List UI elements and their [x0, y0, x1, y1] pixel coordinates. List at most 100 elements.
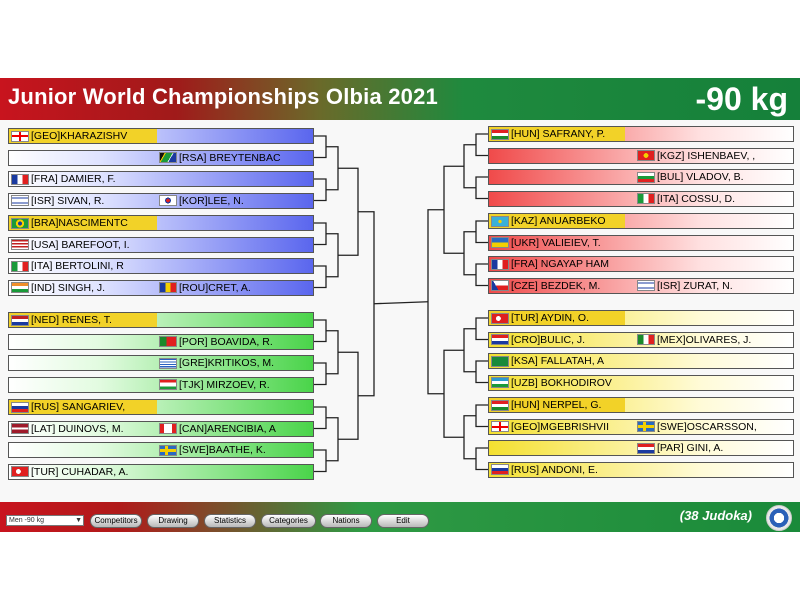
bracket-entry[interactable]: [BUL] VLADOV, B. [488, 169, 794, 185]
bracket-entry[interactable]: [KSA] FALLATAH, A [488, 353, 794, 369]
bracket-entry[interactable]: [NED] RENES, T. [8, 312, 314, 328]
judoka-name: [KGZ] ISHENBAEV, , [657, 149, 756, 162]
kgz-flag-icon [637, 150, 655, 161]
bracket-entry[interactable]: [KAZ] ANUARBEKO [488, 213, 794, 229]
kaz-flag-icon [491, 215, 509, 227]
judoka: [RSA] BREYTENBAC [159, 151, 281, 165]
judoka-name: [KAZ] ANUARBEKO [511, 215, 606, 227]
bracket-entry[interactable]: [TUR] AYDIN, O. [488, 310, 794, 326]
bracket-connector [475, 133, 488, 157]
bracket-entry[interactable]: [TJK] MIRZOEV, R. [8, 376, 314, 393]
bracket-connector [326, 146, 339, 191]
bracket-connector [338, 351, 359, 440]
judoka: [GEO]MGEBRISHVII [491, 420, 609, 434]
bracket-connector [475, 317, 488, 341]
gre-flag-icon [159, 357, 177, 369]
bracket-entry[interactable]: [TUR] CUHADAR, A. [8, 463, 314, 480]
cze-flag-icon [491, 280, 509, 291]
judoka-name: [LAT] DUINOVS, M. [31, 422, 124, 435]
judoka: [SWE]BAATHE, K. [159, 443, 266, 457]
bracket-entry[interactable]: [GRE]KRITIKOS, M. [8, 355, 314, 371]
judoka: [FRA] DAMIER, F. [11, 172, 116, 186]
bracket-entry[interactable]: [RUS] ANDONI, E. [488, 461, 794, 478]
judoka-name: [CRO]BULIC, J. [511, 333, 586, 346]
ned-flag-icon [11, 314, 29, 326]
judoka-name: [CAN]ARENCIBIA, A [179, 422, 276, 435]
bracket-entry[interactable]: [HUN] NERPEL, G. [488, 397, 794, 413]
judoka-name: [UZB] BOKHODIROV [511, 376, 612, 389]
bracket-entry[interactable]: [FRA] NGAYAP HAM [488, 256, 794, 272]
bracket-entry[interactable]: [RUS] SANGARIEV, [8, 399, 314, 415]
fra-flag-icon [11, 173, 29, 185]
seed-highlight [9, 313, 157, 327]
usa-flag-icon [11, 239, 29, 250]
bracket-entry[interactable]: [SWE]BAATHE, K. [8, 442, 314, 458]
ind-flag-icon [11, 282, 29, 293]
bra-flag-icon [11, 217, 29, 229]
edit-button[interactable]: Edit [377, 514, 429, 528]
judoka: [GRE]KRITIKOS, M. [159, 356, 274, 370]
bracket-entry[interactable]: [CZE] BEZDEK, M.[ISR] ZURAT, N. [488, 277, 794, 294]
bracket-entry[interactable]: [ISR] SIVAN, R. [KOR]LEE, N. [8, 192, 314, 209]
competitors-button[interactable]: Competitors [90, 514, 142, 528]
bracket-entry[interactable]: [HUN] SAFRANY, P. [488, 126, 794, 142]
bracket-entry[interactable]: [GEO]MGEBRISHVII [SWE]OSCARSSON, [488, 418, 794, 435]
judoka-name: [HUN] NERPEL, G. [511, 399, 602, 411]
bracket-entry[interactable]: [BRA]NASCIMENTC [8, 215, 314, 231]
nations-button[interactable]: Nations [320, 514, 372, 528]
judoka-name: [FRA] NGAYAP HAM [511, 258, 610, 270]
bracket-entry[interactable]: [UKR] VALIEIEV, T. [488, 234, 794, 251]
statistics-button[interactable]: Statistics [204, 514, 256, 528]
judoka-name: [KSA] FALLATAH, A [511, 355, 604, 367]
categories-button[interactable]: Categories [261, 514, 316, 528]
bracket-entry[interactable]: [GEO]KHARAZISHV [8, 128, 314, 144]
bracket-entry[interactable]: [RSA] BREYTENBAC [8, 149, 314, 166]
judoka: [TJK] MIRZOEV, R. [159, 378, 270, 392]
bracket-entry[interactable]: [LAT] DUINOVS, M. [CAN]ARENCIBIA, A [8, 420, 314, 437]
seed-highlight [489, 311, 625, 325]
category-select[interactable]: Men -90 kg ▼ [6, 515, 84, 526]
ijf-logo-icon [766, 505, 792, 531]
ita-flag-icon [11, 260, 29, 272]
judoka: [CZE] BEZDEK, M. [491, 279, 600, 293]
final-connector [373, 301, 429, 305]
judoka-name: [PAR] GINI, A. [657, 442, 724, 454]
judoka: [TUR] AYDIN, O. [491, 311, 589, 325]
judoka: [NED] RENES, T. [11, 313, 112, 327]
bracket-entry[interactable]: [POR] BOAVIDA, R. [8, 333, 314, 350]
header-bar: Junior World Championships Olbia 2021 -9… [0, 78, 800, 120]
bracket-connector [314, 265, 327, 289]
bracket-entry[interactable]: [UZB] BOKHODIROV [488, 374, 794, 391]
bracket-entry[interactable]: [PAR] GINI, A. [488, 440, 794, 456]
lat-flag-icon [11, 423, 29, 434]
ukr-flag-icon [491, 237, 509, 248]
bracket-connector [475, 176, 488, 200]
judoka: [KOR]LEE, N. [159, 194, 244, 208]
rus-flag-icon [491, 464, 509, 475]
seed-highlight [489, 214, 625, 228]
bracket-connector [475, 263, 488, 287]
drawing-button[interactable]: Drawing [147, 514, 199, 528]
ksa-flag-icon [491, 355, 509, 367]
bracket-entry[interactable]: [KGZ] ISHENBAEV, , [488, 147, 794, 164]
judoka-name: [BRA]NASCIMENTC [31, 217, 128, 229]
judoka: [USA] BAREFOOT, I. [11, 238, 130, 252]
judoka-name: [KOR]LEE, N. [179, 194, 244, 207]
bracket-entry[interactable]: [FRA] DAMIER, F. [8, 171, 314, 187]
judoka-name: [ITA] COSSU, D. [657, 192, 735, 205]
hun-flag-icon [491, 399, 509, 411]
bracket-connector [314, 362, 327, 386]
bracket-entry[interactable]: [CRO]BULIC, J.[MEX]OLIVARES, J. [488, 331, 794, 348]
judoka-name: [FRA] DAMIER, F. [31, 173, 116, 185]
judoka-name: [ISR] SIVAN, R. [31, 194, 105, 207]
bracket-entry[interactable]: [USA] BAREFOOT, I. [8, 236, 314, 253]
bracket-entry[interactable]: [ITA] COSSU, D. [488, 190, 794, 207]
bracket-connector [463, 231, 476, 276]
judoka: [SWE]OSCARSSON, [637, 420, 757, 434]
judoka-name: [GRE]KRITIKOS, M. [179, 357, 275, 369]
rou-flag-icon [159, 282, 177, 293]
judoka-name: [UKR] VALIEIEV, T. [511, 236, 601, 249]
judoka-name: [TUR] AYDIN, O. [511, 312, 589, 324]
bracket-entry[interactable]: [ITA] BERTOLINI, R [8, 258, 314, 274]
bracket-entry[interactable]: [IND] SINGH, J.[ROU]CRET, A. [8, 279, 314, 296]
